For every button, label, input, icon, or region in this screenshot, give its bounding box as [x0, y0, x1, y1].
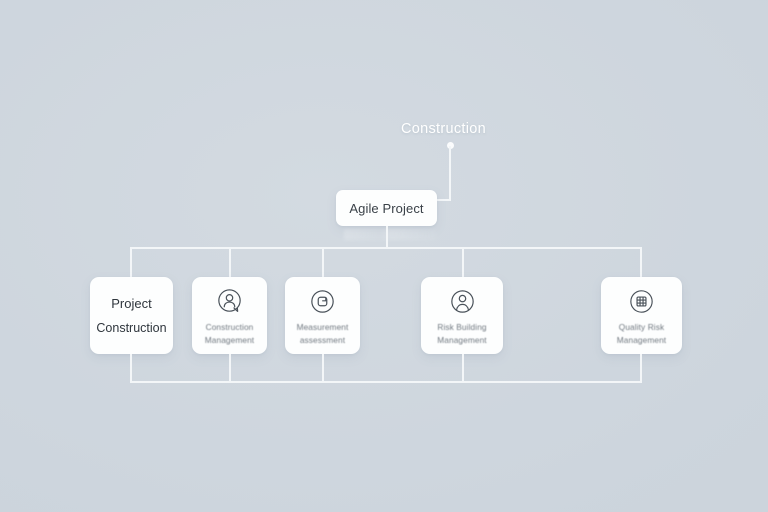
lower-bus [130, 381, 642, 383]
node-risk-building-management[interactable]: Risk Building Management [421, 277, 503, 354]
node-label-line-1: Quality Risk [618, 322, 665, 333]
node-label-line-2: Construction [96, 321, 167, 336]
upper-drop-4 [462, 247, 464, 279]
upper-drop-3 [322, 247, 324, 279]
top-connector-elbow [436, 199, 451, 201]
upper-bus [130, 247, 642, 249]
node-project-construction[interactable]: Project Construction [90, 277, 173, 354]
top-label-construction: Construction [401, 121, 486, 137]
lower-riser-4 [462, 354, 464, 383]
root-node-agile-project[interactable]: Agile Project [336, 190, 437, 226]
root-connector-dot [447, 142, 454, 149]
grid-circle-icon [626, 286, 657, 317]
node-construction-management[interactable]: Construction Management [192, 277, 267, 354]
root-node-label: Agile Project [349, 200, 424, 216]
document-circle-icon [307, 286, 338, 317]
person-circle-icon [447, 286, 478, 317]
node-label-line-1: Construction [205, 322, 254, 333]
node-label-line-2: Management [437, 334, 487, 345]
upper-drop-2 [229, 247, 231, 279]
node-label-line-1: Risk Building [437, 322, 487, 333]
top-connector-vertical [449, 146, 451, 200]
upper-drop-1 [130, 247, 132, 279]
ghost-artifact [344, 229, 436, 240]
node-label-line-2: Management [204, 334, 255, 345]
lower-riser-5 [640, 354, 642, 383]
upper-drop-5 [640, 247, 642, 279]
lower-riser-3 [322, 354, 324, 383]
node-label-line-2: Management [616, 334, 667, 345]
root-stem [386, 226, 388, 248]
node-label-line-1: Measurement [296, 322, 349, 333]
node-measurement-assessment[interactable]: Measurement assessment [285, 277, 360, 354]
node-label-group: Measurement assessment [297, 321, 349, 346]
node-label-group: Construction Management [205, 321, 254, 346]
node-label-line-1: Project [111, 295, 152, 311]
user-circle-icon [214, 286, 245, 317]
lower-riser-2 [229, 354, 231, 383]
node-label-group: Risk Building Management [437, 321, 486, 346]
node-label-line-2: assessment [299, 334, 346, 345]
lower-riser-1 [130, 354, 132, 383]
node-label-group: Project Construction [96, 294, 166, 338]
node-quality-risk-management[interactable]: Quality Risk Management [601, 277, 682, 354]
node-label-group: Quality Risk Management [617, 321, 666, 346]
